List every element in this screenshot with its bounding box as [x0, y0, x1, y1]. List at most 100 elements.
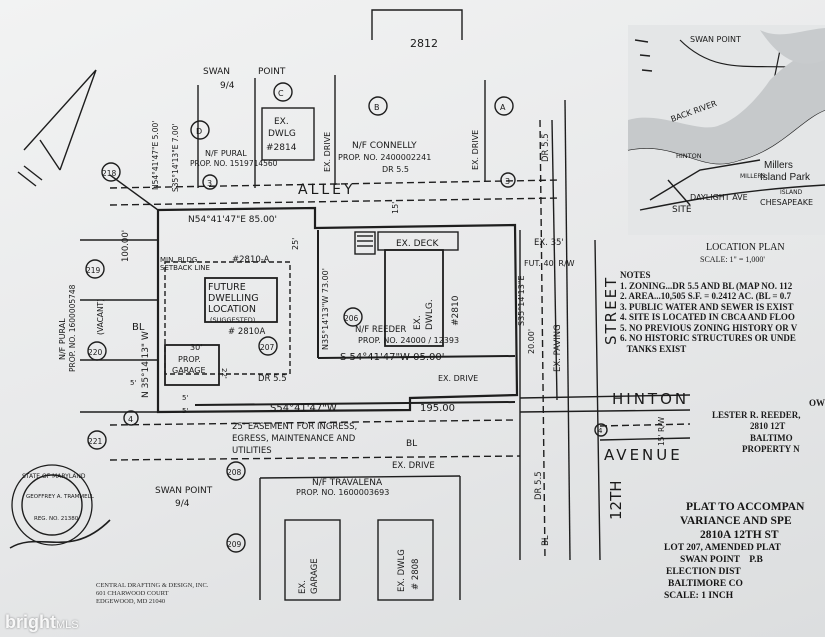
future-dwelling-4: (SUGGESTED) — [210, 316, 255, 324]
note-5: 5. NO PREVIOUS ZONING HISTORY OR V — [620, 322, 798, 333]
ex-dwlg-2810-1: EX. — [413, 315, 423, 330]
map-swan-point: SWAN POINT — [690, 35, 741, 44]
street-label: STREET — [602, 276, 620, 345]
connelly-prop: PROP. NO. 2400002241 — [338, 153, 431, 162]
owner-city: BALTIMO — [750, 432, 793, 443]
ex-garage-1: EX. — [298, 580, 308, 594]
title-line-5: SWAN POINT P.B — [680, 555, 763, 565]
map-site: SITE — [672, 205, 692, 215]
ex-dwlg-2808-2: # 2808 — [411, 559, 421, 590]
dim-100: 100.00' — [121, 230, 131, 262]
vacant-label: (VACANT) — [96, 299, 105, 335]
bl-lower: BL — [406, 439, 417, 449]
ex-garage-2: GARAGE — [310, 558, 320, 594]
bearing-top-left: N54°41'47"E 5.00' — [151, 121, 160, 190]
drafter-name: CENTRAL DRAFTING & DESIGN, INC. — [96, 582, 209, 589]
easement-1: 25' EASEMENT FOR INGRESS, — [232, 422, 357, 432]
drafter-city: EDGEWOOD, MD 21040 — [96, 598, 166, 605]
s54-inner: S 54°41'47"W 05.00' — [340, 352, 445, 363]
swan-point-top-2: POINT — [258, 67, 286, 77]
map-millers-2: Island Park — [760, 172, 811, 183]
note-6: 6. NO HISTORIC STRUCTURES OR UNDE — [620, 333, 796, 343]
watermark-suffix: MLS — [56, 619, 79, 631]
future-dwelling-3: LOCATION — [208, 304, 256, 315]
prop-garage-2: GARAGE — [172, 366, 206, 375]
n35-left: N 35°14'13" W — [141, 331, 151, 398]
circle-3b-label: 3 — [505, 177, 510, 186]
dim-20: 20.00' — [527, 329, 536, 354]
watermark-brand: bright — [5, 612, 56, 632]
line-north: N54°41'47"E 85.00' — [188, 215, 277, 225]
lot-2810a: #2810-A — [232, 255, 270, 265]
dim-22: 22' — [220, 368, 228, 379]
ex-dwlg-2808-1: EX. DWLG — [397, 549, 407, 592]
nf-reeder: N/F REEDER — [355, 325, 406, 335]
s54-bottom: S54°41'47"W — [270, 403, 337, 414]
map-daylight-ave: DAYLIGHT AVE — [690, 193, 748, 202]
lot-206: 206 — [344, 314, 359, 323]
lot-a: A — [500, 103, 506, 112]
ex-drive-lower: EX. DRIVE — [392, 461, 435, 471]
ex-drive-mid: EX. DRIVE — [438, 374, 478, 383]
prop-garage-1: PROP. — [178, 355, 201, 364]
map-millers-island-1: MILLERS — [740, 173, 766, 180]
owner-label: OW — [808, 398, 825, 408]
lot-b: B — [374, 103, 380, 112]
ex-dwlg-2810-3: #2810 — [451, 295, 461, 326]
nf-travalena: N/F TRAVALENA — [312, 478, 383, 488]
future-dwelling-5: # 2810A — [228, 327, 265, 337]
map-millers-1: Millers — [764, 160, 793, 171]
nf-pural-top: N/F PURAL — [205, 149, 247, 158]
location-plan-scale: SCALE: 1" = 1,000' — [700, 255, 765, 264]
swan-point-top-1: SWAN — [203, 67, 230, 77]
travalena-prop: PROP. NO. 1600003693 — [296, 488, 389, 497]
ex-dwlg-2814-3: #2814 — [266, 143, 297, 153]
title-line-3: 2810A 12TH ST — [700, 529, 779, 541]
map-chesapeake: CHESAPEAKE — [760, 198, 813, 207]
alley-label: ALLEY — [298, 182, 356, 198]
note-3: 3. PUBLIC WATER AND SEWER IS EXIST — [620, 301, 794, 312]
lot-218: 218 — [102, 169, 117, 178]
bl-label: BL — [132, 322, 145, 333]
dim-25: 25' — [291, 238, 300, 250]
map-millers-island-2: ISLAND — [780, 189, 803, 196]
lot-220: 220 — [88, 348, 103, 357]
avenue-label: AVENUE — [604, 446, 683, 464]
bl-street: BL — [541, 535, 551, 546]
lot-208: 208 — [227, 468, 242, 477]
n35-inner: N35°14'13"W 73.00' — [321, 268, 330, 350]
surveyor-seal — [11, 464, 93, 546]
dr55-street: DR 5.5 — [541, 133, 551, 162]
pural-prop-top: PROP. NO. 1519714560 — [190, 159, 278, 168]
lot-219: 219 — [86, 266, 101, 275]
seal-text-2: GEOFFREY A. TRAMMELL — [26, 494, 95, 500]
drafter-block: CENTRAL DRAFTING & DESIGN, INC. 601 CHAR… — [96, 582, 208, 606]
circle-3-label: 3 — [207, 179, 212, 188]
circle-4-label: 4 — [128, 415, 133, 424]
reeder-prop: PROP. NO. 24000 / 12393 — [358, 336, 459, 345]
dim-15: 15' — [391, 202, 400, 214]
seal-text-3: REG. NO. 21380 — [34, 516, 79, 522]
ex-paving: EX. PAVING — [553, 324, 563, 372]
pural-prop-left: PROP. NO. 1600005748 — [68, 284, 77, 372]
ex-dwlg-2814-1: EX. — [274, 117, 289, 127]
bearing-top-left-2: S35°14'13"E 7.00' — [171, 123, 180, 192]
map-hinton: HINTON — [676, 152, 702, 160]
brightmls-watermark: brightMLS — [5, 612, 79, 633]
signature — [9, 519, 111, 549]
lot-209: 209 — [227, 540, 242, 549]
swan-point-bottom-1: SWAN POINT — [155, 486, 213, 496]
title-line-1: PLAT TO ACCOMPAN — [686, 501, 805, 513]
lot-d: D — [196, 127, 202, 136]
ex-drive-right: EX. DRIVE — [471, 130, 480, 170]
dim-5a: 5' — [182, 394, 188, 402]
lot-c: C — [278, 89, 284, 98]
dim-5b: 5' — [130, 379, 136, 387]
hinton-label: HINTON — [612, 390, 689, 408]
owner-name: LESTER R. REEDER, — [712, 409, 801, 420]
note-1: 1. ZONING...DR 5.5 AND BL (MAP NO. 112 — [620, 280, 793, 291]
owner-address: 2810 12T — [750, 421, 786, 431]
min-bldg-2: SETBACK LINE — [160, 264, 210, 272]
fut-40-rw: FUT. 40' R/W — [524, 259, 575, 268]
seal-text-1: STATE OF MARYLAND — [22, 473, 86, 480]
